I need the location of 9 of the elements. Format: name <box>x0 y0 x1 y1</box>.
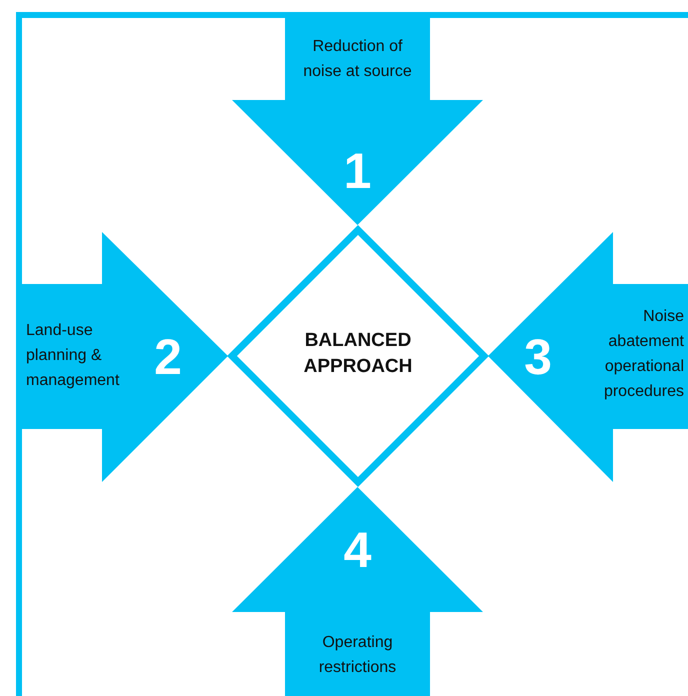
step-number: 4 <box>342 525 372 575</box>
step-number: 3 <box>523 332 553 382</box>
step-label: Land-use planning & management <box>26 321 120 391</box>
center-title: BALANCED APPROACH <box>302 329 414 379</box>
step-number: 1 <box>342 146 372 196</box>
step-label: Reduction of noise at source <box>302 37 413 82</box>
step-number: 2 <box>153 332 183 382</box>
step-label: Noise abatement operational procedures <box>602 307 684 402</box>
step-label: Operating restrictions <box>318 633 398 678</box>
